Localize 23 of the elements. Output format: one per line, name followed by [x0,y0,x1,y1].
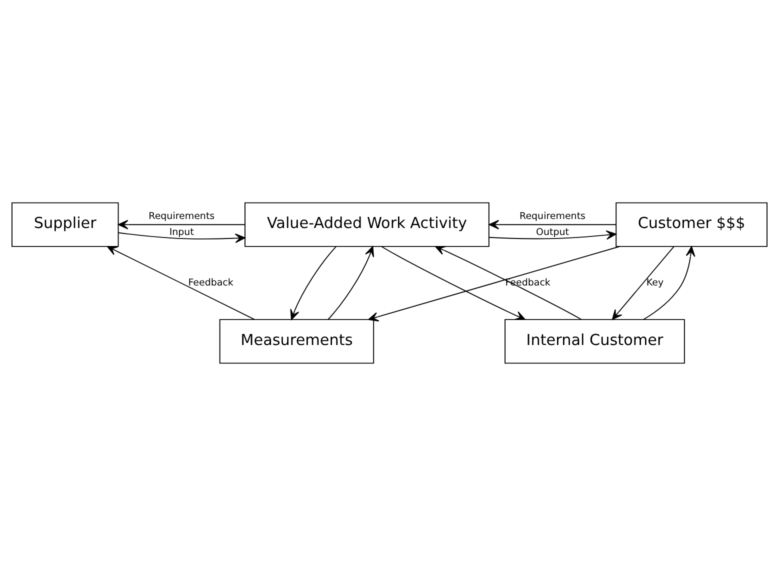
arrow [434,246,582,320]
edge-label: Input [169,226,194,238]
arrow [643,246,696,320]
arrow [290,246,336,320]
arrow [381,246,526,320]
edge-label: Output [536,226,569,238]
node-box: Internal Customer [504,318,685,364]
node-box: Measurements [219,318,374,364]
arrow [106,246,255,320]
arrow [368,246,620,321]
arrow [328,246,374,320]
node-box: Value-Added Work Activity [244,202,490,246]
node-box: Customer $$$ [616,202,768,246]
edge-label: Requirements [520,210,586,222]
arrow [488,219,616,229]
edge-label: Feedback [188,276,234,288]
edge-label: Requirements [148,210,215,222]
arrow [118,232,246,242]
node-box: Supplier [12,202,119,246]
edge-label: Key [646,276,664,288]
arrow [118,219,246,229]
arrow [612,246,674,320]
arrow [488,230,616,240]
